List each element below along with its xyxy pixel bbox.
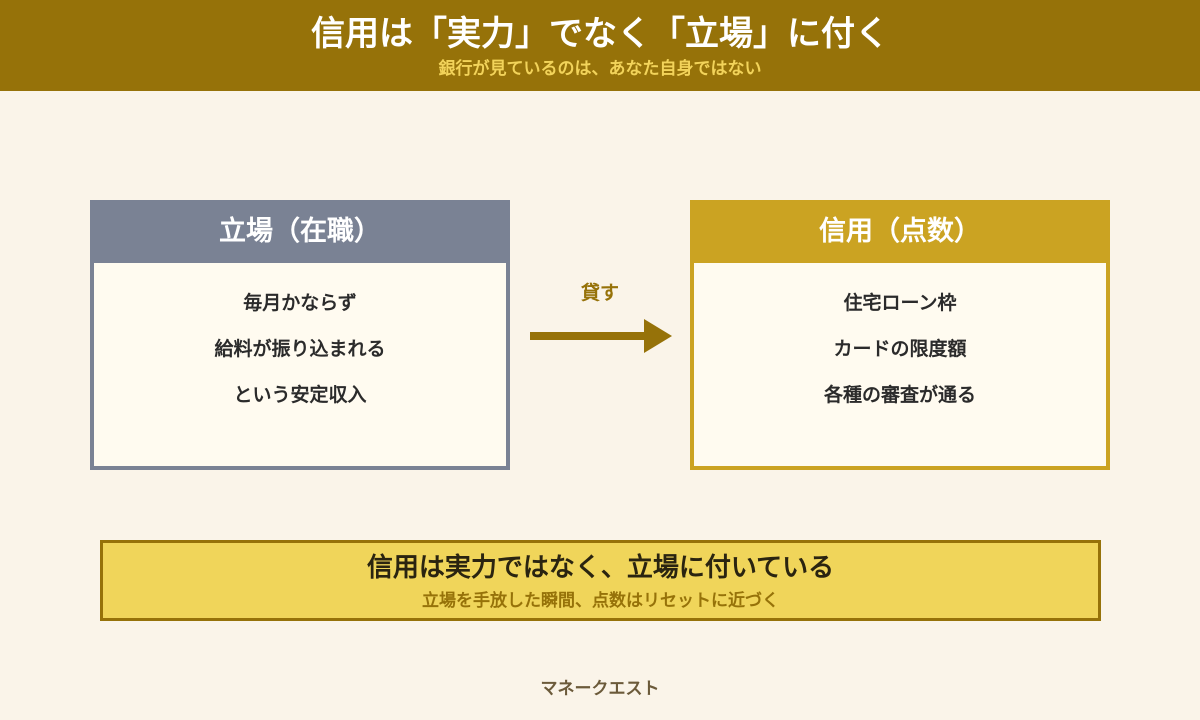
conclusion-subtitle: 立場を手放した瞬間、点数はリセットに近づく <box>422 591 779 611</box>
conclusion-banner: 信用は実力ではなく、立場に付いている 立場を手放した瞬間、点数はリセットに近づく <box>100 540 1101 621</box>
header-bar: 信用は「実力」でなく「立場」に付く 銀行が見ているのは、あなた自身ではない <box>0 0 1200 91</box>
credit-box-lines: 住宅ローン枠 カードの限度額 各種の審査が通る <box>694 283 1106 421</box>
position-box-lines: 毎月かならず 給料が振り込まれる という安定収入 <box>94 283 506 421</box>
page-subtitle: 銀行が見ているのは、あなた自身ではない <box>438 59 762 79</box>
position-box: 立場（在職） 毎月かならず 給料が振り込まれる という安定収入 <box>90 200 510 470</box>
position-box-title: 立場（在職） <box>90 200 510 263</box>
arrow-label: 貸す <box>580 282 619 304</box>
right-arrow-icon <box>530 319 672 353</box>
conclusion-title: 信用は実力ではなく、立場に付いている <box>366 553 835 583</box>
credit-box: 信用（点数） 住宅ローン枠 カードの限度額 各種の審査が通る <box>690 200 1110 470</box>
credit-line-3: 各種の審査が通る <box>823 384 976 406</box>
page-title: 信用は「実力」でなく「立場」に付く <box>311 14 889 54</box>
credit-box-title: 信用（点数） <box>690 200 1110 263</box>
credit-line-1: 住宅ローン枠 <box>843 292 957 314</box>
footer-brand: マネークエスト <box>540 679 660 699</box>
position-line-1: 毎月かならず <box>243 292 357 314</box>
position-line-2: 給料が振り込まれる <box>214 338 386 360</box>
credit-line-2: カードの限度額 <box>833 338 967 360</box>
position-line-3: という安定収入 <box>233 384 367 406</box>
